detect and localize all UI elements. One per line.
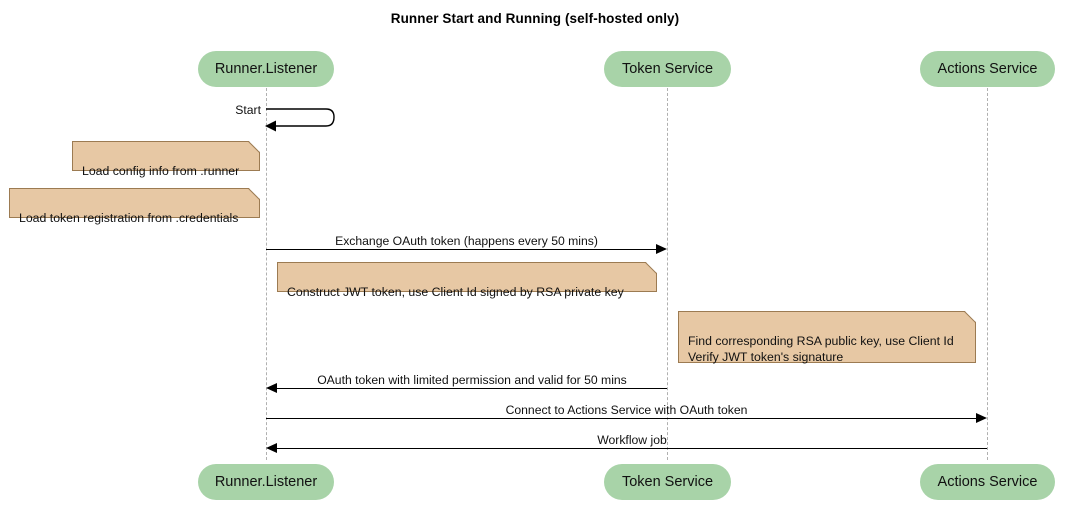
note-text: Construct JWT token, use Client Id signe…	[287, 285, 624, 299]
participant-runner-top[interactable]: Runner.Listener	[198, 51, 334, 87]
lifeline-runner	[266, 88, 267, 460]
note-load-config: Load config info from .runner	[72, 141, 260, 178]
participant-actions-bottom[interactable]: Actions Service	[920, 464, 1055, 500]
participant-label: Runner.Listener	[214, 61, 318, 77]
lifeline-token	[667, 88, 668, 460]
note-construct-jwt: Construct JWT token, use Client Id signe…	[277, 262, 657, 299]
note-fold-corner-icon	[249, 141, 260, 152]
note-load-token-registration: Load token registration from .credential…	[9, 188, 260, 225]
note-fold-corner-icon	[249, 188, 260, 199]
page-title: Runner Start and Running (self-hosted on…	[390, 11, 680, 26]
note-verify-jwt: Find corresponding RSA public key, use C…	[678, 311, 976, 364]
message-arrowhead-exchange-oauth-token	[656, 244, 667, 254]
message-arrowhead-oauth-token-response	[266, 383, 277, 393]
message-start-selfloop	[265, 108, 335, 132]
note-fold-corner-icon	[646, 262, 657, 273]
participant-label: Token Service	[621, 474, 714, 490]
participant-token-bottom[interactable]: Token Service	[604, 464, 731, 500]
lifeline-actions	[987, 88, 988, 460]
message-label-exchange-oauth-token: Exchange OAuth token (happens every 50 m…	[335, 234, 598, 248]
participant-actions-top[interactable]: Actions Service	[920, 51, 1055, 87]
note-text: Find corresponding RSA public key, use C…	[688, 334, 954, 364]
message-line-oauth-token-response	[277, 388, 667, 389]
message-line-workflow-job	[277, 448, 987, 449]
message-line-exchange-oauth-token	[266, 249, 656, 250]
message-label-oauth-token-response: OAuth token with limited permission and …	[317, 373, 627, 387]
participant-label: Token Service	[621, 61, 714, 77]
message-label-start: Start	[235, 103, 261, 117]
message-label-connect-actions-service: Connect to Actions Service with OAuth to…	[505, 403, 748, 417]
message-arrowhead-workflow-job	[266, 443, 277, 453]
participant-label: Actions Service	[937, 61, 1038, 77]
note-fold-corner-icon	[965, 311, 976, 322]
participant-token-top[interactable]: Token Service	[604, 51, 731, 87]
message-line-connect-actions-service	[266, 418, 976, 419]
note-text: Load config info from .runner	[82, 164, 240, 178]
participant-runner-bottom[interactable]: Runner.Listener	[198, 464, 334, 500]
message-arrowhead-connect-actions-service	[976, 413, 987, 423]
participant-label: Actions Service	[937, 474, 1038, 490]
message-label-workflow-job: Workflow job	[597, 433, 667, 447]
participant-label: Runner.Listener	[214, 474, 318, 490]
note-text: Load token registration from .credential…	[19, 211, 239, 225]
